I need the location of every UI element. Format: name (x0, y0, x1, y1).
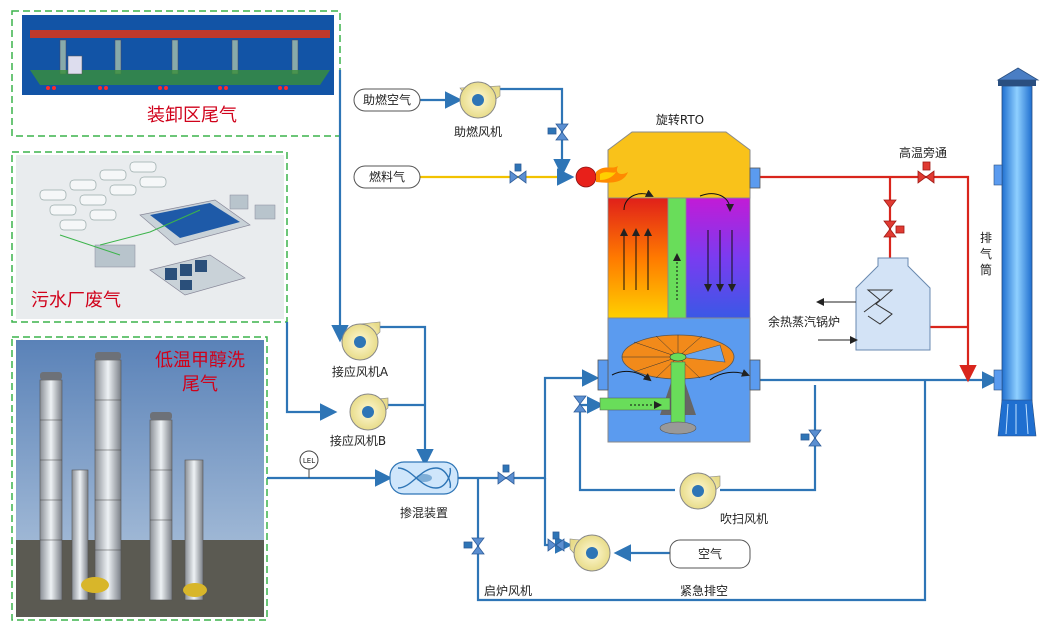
purge-fan-icon (679, 472, 721, 510)
boiler-label: 余热蒸汽锅炉 (768, 314, 840, 329)
stack-label-2: 气 (980, 246, 992, 261)
rto-unit: 旋转RTO (575, 112, 761, 443)
fuel-gas-box: 燃料气 (353, 165, 421, 189)
loading-area-panel: 装卸区尾气 (11, 10, 341, 137)
fan-a-icon (341, 321, 381, 361)
wastewater-label: 污水厂废气 (31, 290, 121, 311)
fan-b-label: 接应风机B (330, 433, 386, 448)
methanol-wash-label-1: 低温甲醇洗 (155, 350, 245, 371)
emergency-vent-label: 紧急排空 (680, 583, 728, 598)
svg-text:助燃空气: 助燃空气 (363, 92, 411, 107)
combustion-fan-label: 助燃风机 (454, 124, 502, 139)
methanol-wash-panel: 低温甲醇洗 尾气 (11, 336, 268, 621)
bypass-label: 高温旁通 (899, 145, 947, 160)
loading-area-label: 装卸区尾气 (147, 105, 237, 126)
svg-text:空气: 空气 (698, 546, 722, 561)
valves (463, 123, 822, 555)
mixer-icon (389, 461, 459, 495)
stack-label-1: 排 (980, 231, 992, 245)
startup-fan-label: 启炉风机 (484, 584, 532, 598)
stack-unit: 排 气 筒 (980, 67, 1040, 437)
rto-label: 旋转RTO (656, 112, 704, 127)
stack-label-3: 筒 (980, 262, 992, 277)
boiler-unit: 余热蒸汽锅炉 (768, 257, 931, 351)
combustion-fan-icon (459, 81, 501, 119)
svg-text:燃料气: 燃料气 (369, 169, 405, 184)
lel-label: LEL (303, 457, 315, 465)
fan-a-label: 接应风机A (332, 364, 389, 379)
mixer-label: 掺混装置 (400, 505, 448, 520)
methanol-wash-label-2: 尾气 (182, 374, 218, 395)
lel-sensor: LEL (299, 450, 319, 478)
purge-fan-label: 吹扫风机 (720, 512, 768, 526)
wastewater-panel: 污水厂废气 (11, 151, 288, 323)
combustion-air-box: 助燃空气 (353, 88, 421, 112)
air-box: 空气 (669, 539, 751, 569)
hot-valves (883, 161, 935, 238)
fan-b-icon (349, 393, 389, 431)
emergency-fan-icon (569, 534, 611, 572)
